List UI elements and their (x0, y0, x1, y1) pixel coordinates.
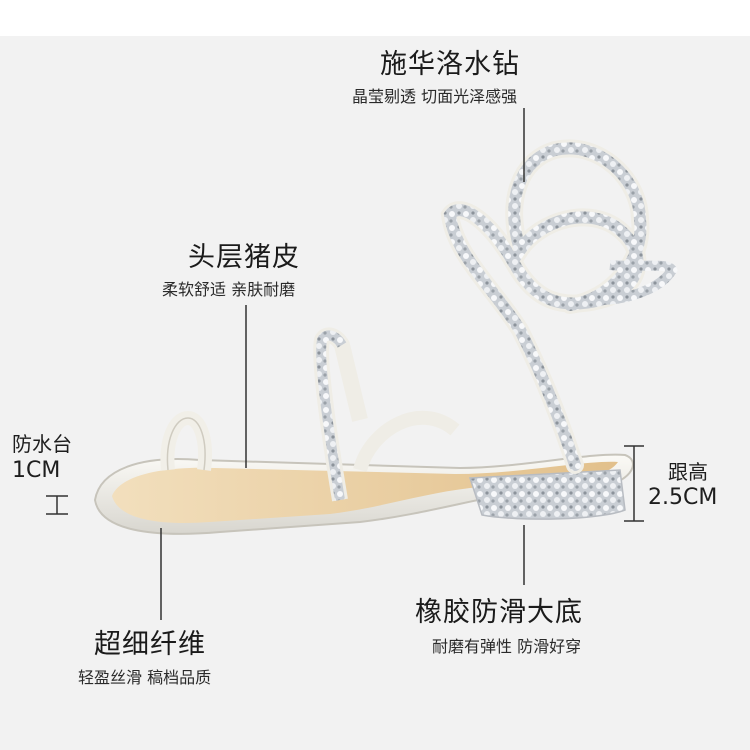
heel-label: 跟高 (668, 460, 708, 484)
crystal-title: 施华洛水钻 (380, 49, 520, 80)
sole-title: 橡胶防滑大底 (415, 597, 583, 628)
leather-subtitle: 柔软舒适 亲肤耐磨 (162, 280, 296, 299)
sole-subtitle: 耐磨有弹性 防滑好穿 (432, 637, 582, 656)
fiber-subtitle: 轻盈丝滑 稿档品质 (78, 668, 212, 687)
sandal-heel (468, 469, 626, 520)
fiber-title: 超细纤维 (94, 629, 206, 660)
heel-value: 2.5CM (648, 485, 718, 510)
platform-label: 防水台 (12, 432, 72, 456)
ankle-spiral (440, 139, 650, 474)
middle-strap (353, 410, 460, 473)
heel-dimension-marker (624, 445, 644, 522)
platform-dimension-marker (46, 495, 68, 515)
platform-value: 1CM (12, 458, 61, 483)
top-band (0, 0, 750, 36)
crystal-subtitle: 晶莹剔透 切面光泽感强 (352, 87, 518, 106)
leather-title: 头层猪皮 (188, 242, 300, 273)
